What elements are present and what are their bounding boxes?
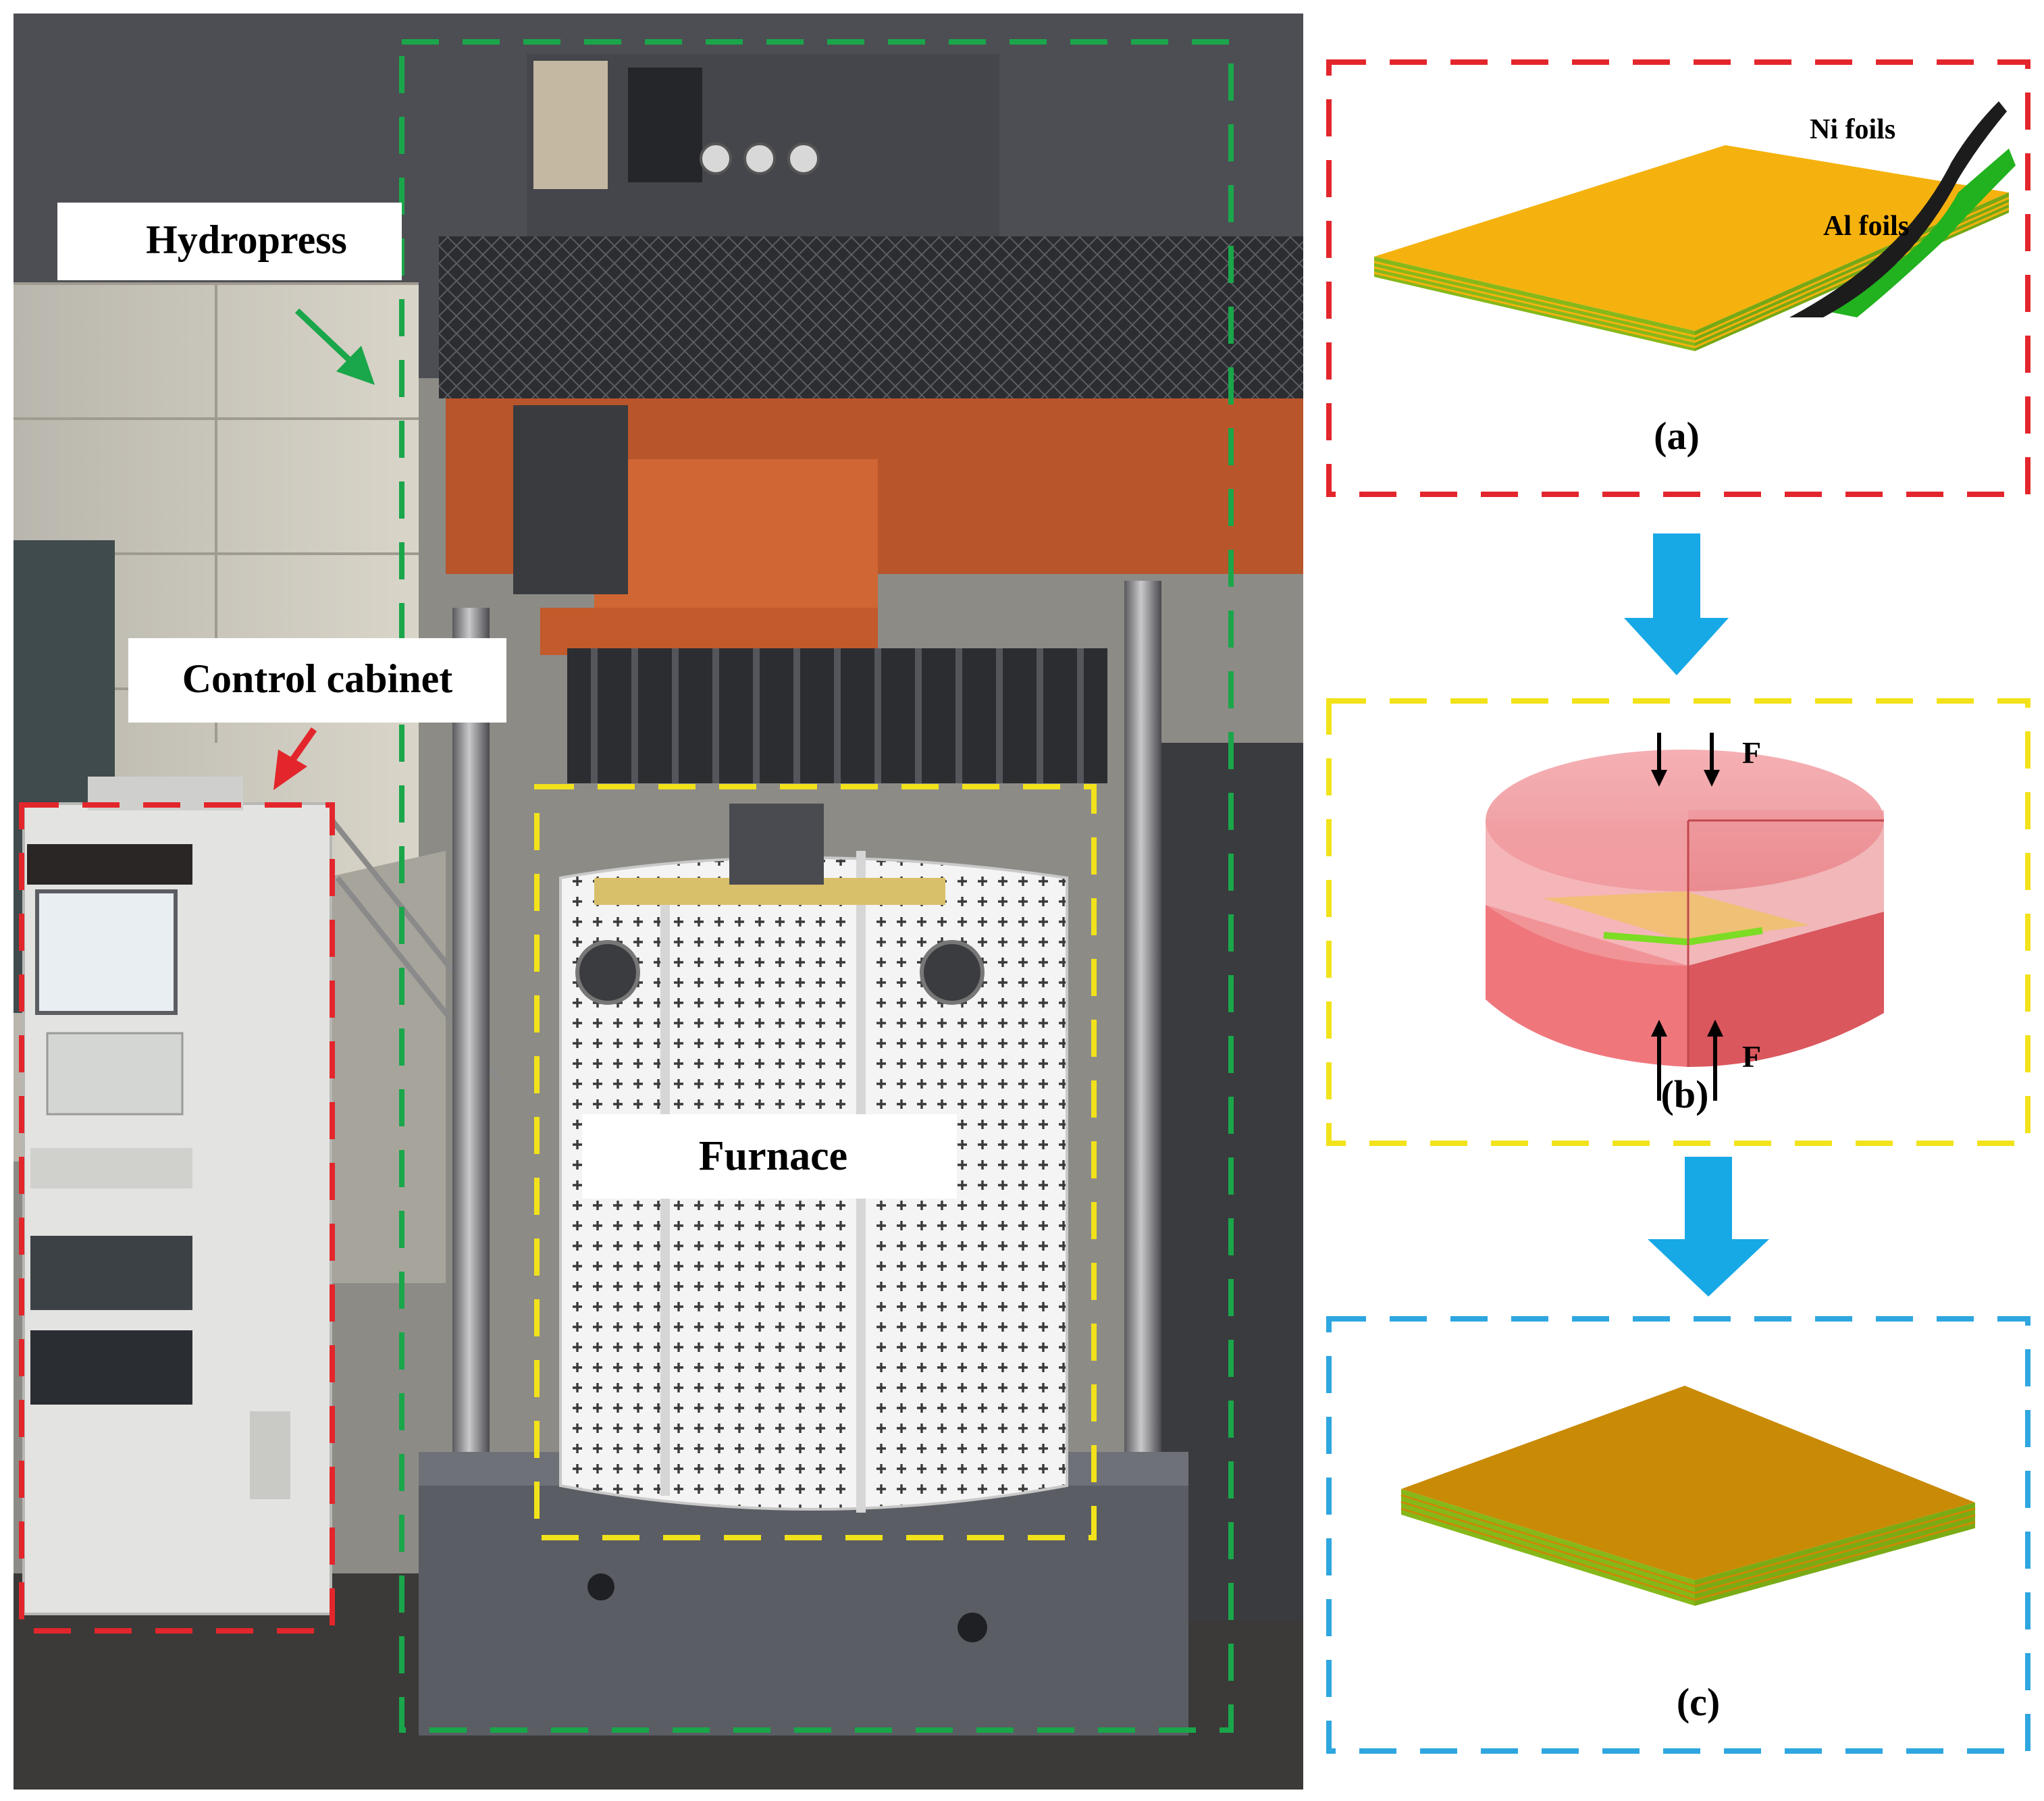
panel-a-caption: (a) bbox=[1654, 414, 1700, 458]
pressure-gauge-icon bbox=[787, 142, 820, 175]
furnace-label-text: Furnace bbox=[699, 1133, 847, 1179]
furnace-lid-fixture bbox=[729, 804, 824, 885]
servo-motor bbox=[513, 405, 628, 594]
hydropress-region-box bbox=[399, 39, 1234, 1733]
sample-edge bbox=[1687, 927, 1763, 945]
hydraulic-motor bbox=[628, 68, 702, 182]
panel-c-caption: (c) bbox=[1677, 1680, 1720, 1724]
hydropress-label: Hydropress bbox=[57, 203, 402, 280]
panel-c-box bbox=[1326, 1316, 2030, 1754]
hydropress-label-text: Hydropress bbox=[146, 217, 347, 262]
ni-foil-peel bbox=[1789, 101, 2007, 317]
lower-die-right bbox=[1688, 912, 1884, 1067]
pressure-gauge-icon bbox=[743, 142, 776, 175]
control-cabinet-label-text: Control cabinet bbox=[182, 656, 453, 701]
ram-mount bbox=[594, 459, 878, 615]
cabinet-controller bbox=[30, 1330, 192, 1405]
cabinet-display-strip bbox=[27, 844, 192, 885]
bonded-layer-lines bbox=[1400, 1494, 1976, 1601]
staircase bbox=[324, 851, 446, 1283]
panel-b-box bbox=[1326, 698, 2030, 1146]
force-top-label: F bbox=[1742, 735, 1761, 770]
upper-die-side bbox=[1486, 820, 1688, 966]
lower-die-left bbox=[1486, 905, 1688, 1067]
base-hole-icon bbox=[958, 1613, 987, 1642]
control-cabinet bbox=[22, 777, 332, 1615]
hydraulic-box bbox=[533, 61, 608, 189]
sample-edge bbox=[1603, 932, 1689, 945]
al-foils-label: Al foils bbox=[1823, 211, 1909, 242]
bonded-plate-top bbox=[1401, 1386, 1975, 1580]
down-arrow-icon bbox=[1648, 1157, 1769, 1297]
cabinet-buttons bbox=[30, 1148, 192, 1189]
ni-foils-label: Ni foils bbox=[1810, 114, 1895, 145]
al-foil-peel bbox=[1823, 149, 2016, 317]
right-column bbox=[1124, 581, 1161, 1526]
force-bottom-label: F bbox=[1742, 1039, 1761, 1074]
left-column bbox=[452, 608, 490, 1452]
panel-a-box bbox=[1326, 59, 2030, 497]
panel-b-caption: (b) bbox=[1661, 1072, 1709, 1116]
cut-lines bbox=[1687, 819, 1884, 1067]
furnace-port-icon bbox=[920, 940, 985, 1005]
control-cabinet-label: Control cabinet bbox=[128, 638, 506, 723]
lab-photo bbox=[14, 14, 1303, 1790]
panel-a-foil-stack: Ni foils Al foils bbox=[1373, 101, 2016, 351]
furnace-port-icon bbox=[575, 940, 640, 1005]
force-arrow-icon bbox=[1651, 733, 1720, 787]
red-arrow-icon bbox=[273, 727, 317, 790]
base-hole-icon bbox=[587, 1573, 614, 1600]
furnace-label: Furnace bbox=[582, 1114, 957, 1199]
down-arrow-icon bbox=[1624, 533, 1729, 675]
tie-rod-lines bbox=[591, 648, 1084, 783]
wall-tile-lines bbox=[14, 282, 419, 743]
ram-plate bbox=[540, 608, 878, 655]
force-arrow-icon bbox=[1651, 1020, 1723, 1101]
cabinet-monitor bbox=[35, 889, 178, 1015]
ni-foil-top bbox=[1374, 145, 2009, 331]
panel-b-die-assembly: F F bbox=[1486, 733, 1884, 1101]
furnace-region-box bbox=[534, 784, 1097, 1540]
cabinet-keypad bbox=[46, 1032, 184, 1116]
cabinet-vent bbox=[250, 1411, 290, 1499]
pressure-gauge-icon bbox=[700, 142, 732, 175]
top-mesh-guard bbox=[439, 236, 1303, 398]
cabinet-rack-unit bbox=[30, 1236, 192, 1310]
green-arrow-icon bbox=[294, 308, 375, 385]
panel-c-bonded-plate bbox=[1400, 1386, 1976, 1606]
control-cabinet-region-box bbox=[19, 802, 335, 1634]
sample-foils bbox=[1543, 891, 1810, 942]
